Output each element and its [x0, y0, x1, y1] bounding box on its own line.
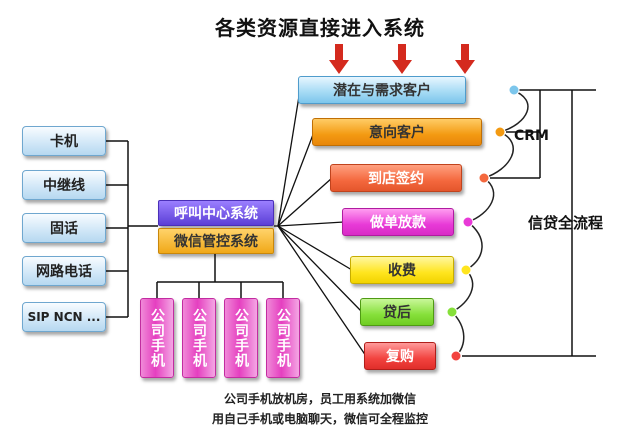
entry-arrows [329, 44, 475, 74]
stage-post-loan: 贷后 [360, 298, 434, 326]
crm-label: CRM [514, 128, 549, 144]
stage-dot [508, 84, 520, 96]
call-center-system: 呼叫中心系统 [158, 200, 274, 226]
down-arrow-icon [455, 44, 475, 74]
caption-line-1: 公司手机放机房，员工用系统加微信 [223, 392, 416, 406]
stage-repurchase: 复购 [364, 342, 436, 370]
company-phone-label: 公司手机 [149, 308, 165, 368]
stage-potential-customer: 潜在与需求客户 [298, 76, 466, 104]
source-connectors [106, 140, 158, 318]
company-phone-label: 公司手机 [233, 308, 249, 368]
source-trunk-line: 中继线 [22, 170, 106, 200]
company-phone: 公司手机 [140, 298, 174, 378]
stage-dot [478, 172, 490, 184]
stage-dot [460, 264, 472, 276]
stage-dot [494, 126, 506, 138]
right-brackets [462, 89, 596, 357]
company-phone-label: 公司手机 [275, 308, 291, 368]
page-title: 各类资源直接进入系统 [215, 16, 425, 40]
stage-intent-customer: 意向客户 [312, 118, 482, 146]
stage-store-signing: 到店签约 [330, 164, 462, 192]
stage-dot [462, 216, 474, 228]
stage-fee-collection: 收费 [350, 256, 454, 284]
company-phone-label: 公司手机 [191, 308, 207, 368]
phone-connectors [156, 254, 284, 298]
stage-dot [450, 350, 462, 362]
full-credit-flow-label: 信贷全流程 [528, 214, 604, 232]
company-phone: 公司手机 [182, 298, 216, 378]
source-card-reader: 卡机 [22, 126, 106, 156]
wechat-control-system: 微信管控系统 [158, 228, 274, 254]
caption-line-2: 用自己手机或电脑聊天，微信可全程监控 [211, 412, 428, 426]
source-sip: SIP NCN ... [22, 302, 106, 332]
down-arrow-icon [392, 44, 412, 74]
company-phone: 公司手机 [224, 298, 258, 378]
down-arrow-icon [329, 44, 349, 74]
stage-dots [446, 84, 520, 362]
stage-loan-processing: 做单放款 [342, 208, 454, 236]
source-landline: 固话 [22, 213, 106, 243]
source-voip: 网路电话 [22, 256, 106, 286]
stage-fan-lines [274, 89, 367, 357]
stage-dot [446, 306, 458, 318]
company-phone: 公司手机 [266, 298, 300, 378]
